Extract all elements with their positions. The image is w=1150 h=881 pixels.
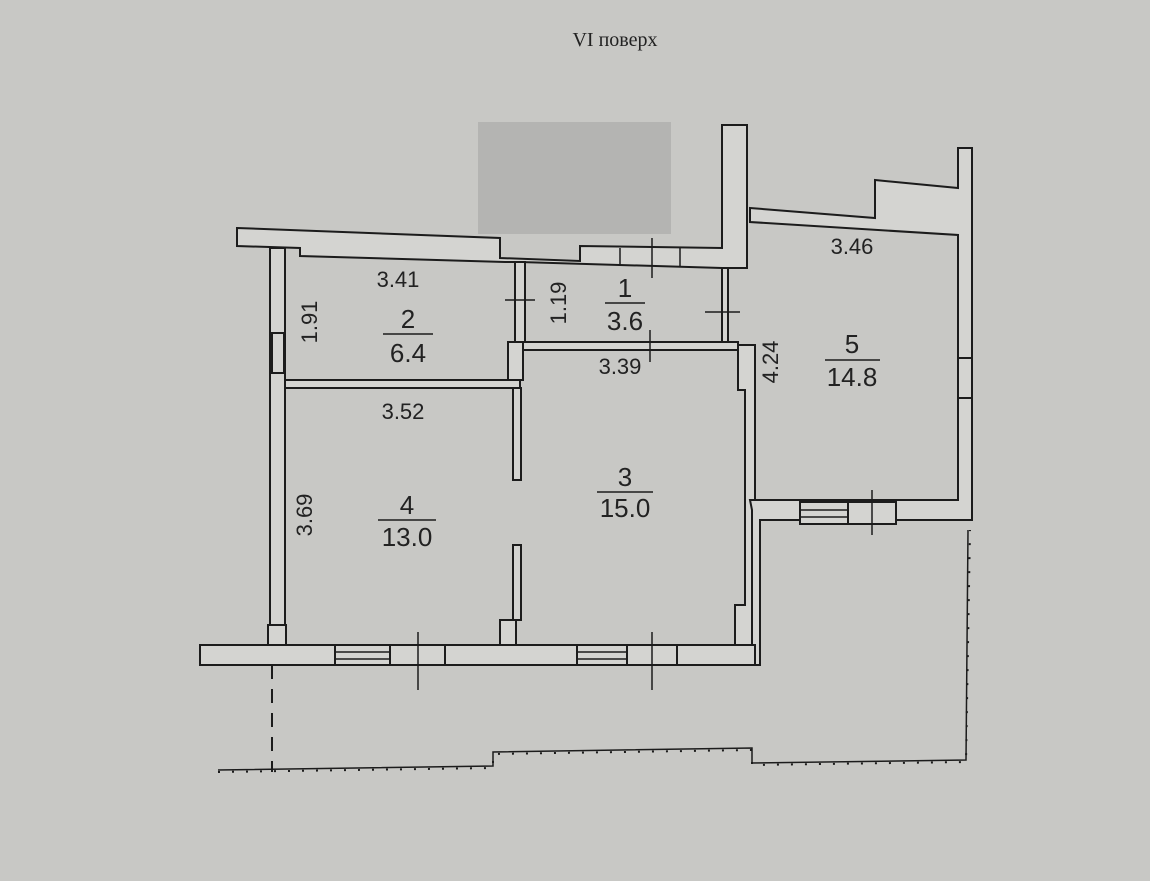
dim-room2-depth: 1.91 bbox=[297, 301, 322, 344]
svg-text:3: 3 bbox=[618, 462, 632, 492]
room-2-label: 2 6.4 bbox=[383, 304, 433, 368]
room-1-label: 1 3.6 bbox=[605, 273, 645, 336]
svg-text:1: 1 bbox=[618, 273, 632, 303]
top-wall bbox=[236, 124, 748, 269]
svg-text:2: 2 bbox=[401, 304, 415, 334]
room-4-label: 4 13.0 bbox=[378, 490, 436, 552]
left-wall bbox=[269, 247, 286, 666]
dim-room2-width: 3.41 bbox=[377, 267, 420, 292]
svg-text:13.0: 13.0 bbox=[382, 522, 433, 552]
redacted-area bbox=[478, 122, 671, 234]
room-3-label: 3 15.0 bbox=[597, 462, 653, 523]
svg-text:14.8: 14.8 bbox=[827, 362, 878, 392]
svg-text:5: 5 bbox=[845, 329, 859, 359]
partition-1-3 bbox=[522, 341, 739, 351]
dim-room4-depth: 3.69 bbox=[292, 494, 317, 537]
dim-room5-depth: 4.24 bbox=[758, 341, 783, 384]
dim-room1-depth: 1.19 bbox=[546, 282, 571, 325]
svg-text:3.6: 3.6 bbox=[607, 306, 643, 336]
floor-title: VI поверх bbox=[572, 29, 657, 51]
room-5-label: 5 14.8 bbox=[825, 329, 880, 392]
dim-room4-width: 3.52 bbox=[382, 399, 425, 424]
svg-text:4: 4 bbox=[400, 490, 414, 520]
svg-text:6.4: 6.4 bbox=[390, 338, 426, 368]
partition-2-4 bbox=[284, 379, 521, 389]
dim-room5-width: 3.46 bbox=[831, 234, 874, 259]
room5-walls bbox=[748, 147, 973, 666]
svg-text:15.0: 15.0 bbox=[600, 493, 651, 523]
dim-room1-width: 3.39 bbox=[599, 354, 642, 379]
